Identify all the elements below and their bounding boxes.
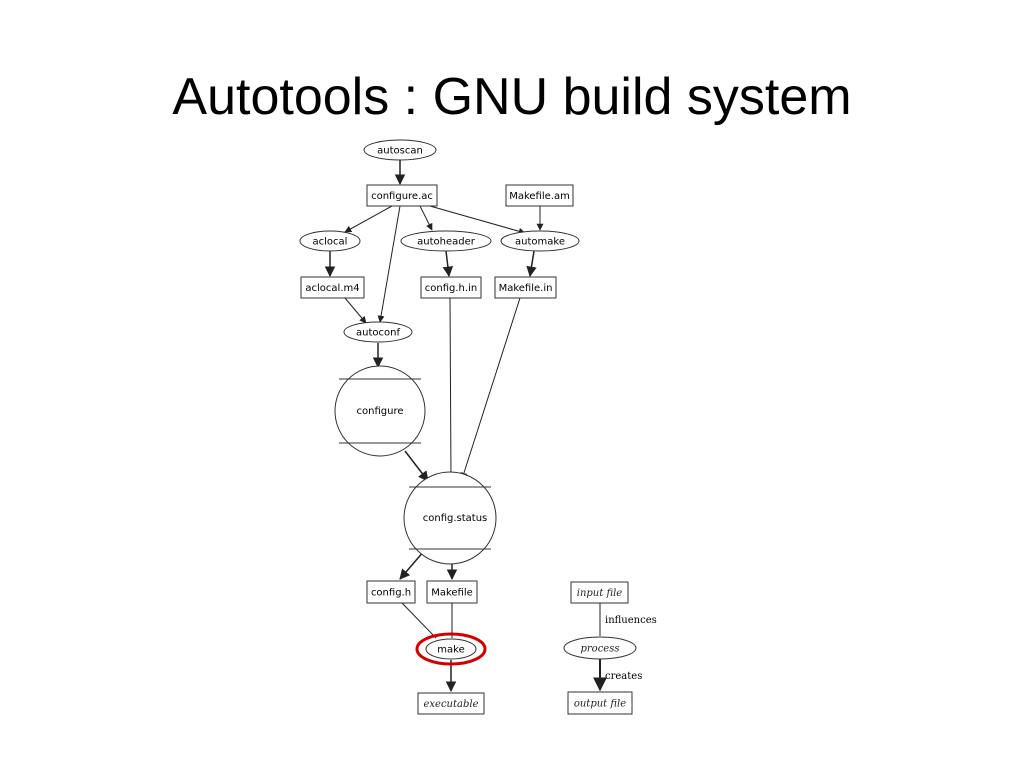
node-make: make bbox=[415, 632, 487, 666]
node-aclocal: aclocal bbox=[299, 230, 361, 252]
svg-text:Makefile.am: Makefile.am bbox=[509, 191, 570, 202]
edge-configure-ac-autoheader bbox=[419, 205, 433, 231]
svg-text:autoscan: autoscan bbox=[377, 146, 423, 157]
svg-text:aclocal: aclocal bbox=[313, 237, 348, 248]
edge-configure-ac-aclocal bbox=[344, 205, 393, 233]
node-autoconf: autoconf bbox=[343, 321, 413, 343]
make-highlight-ring bbox=[415, 632, 487, 666]
svg-text:output file: output file bbox=[574, 699, 626, 710]
svg-text:Makefile.in: Makefile.in bbox=[499, 283, 553, 294]
edge-autoheader-config-h-in bbox=[442, 250, 454, 278]
node-executable: executable bbox=[417, 692, 485, 715]
node-configure-ac: configure.ac bbox=[366, 184, 438, 207]
edge-configure-ac-autoconf bbox=[377, 205, 401, 323]
edge-config-h-in-config-status bbox=[447, 297, 455, 480]
node-autoheader: autoheader bbox=[400, 230, 492, 252]
node-makefile-am: Makefile.am bbox=[505, 184, 574, 207]
svg-text:process: process bbox=[581, 644, 620, 655]
legend-output-file: output file bbox=[567, 691, 633, 715]
svg-text:make: make bbox=[437, 645, 464, 656]
edge-config-h-make bbox=[401, 602, 437, 639]
legend-influences-label: influences bbox=[605, 615, 657, 626]
svg-text:aclocal.m4: aclocal.m4 bbox=[305, 283, 359, 294]
svg-text:input file: input file bbox=[577, 588, 623, 599]
edges bbox=[324, 160, 607, 693]
svg-text:Makefile: Makefile bbox=[431, 588, 473, 599]
edge-makefile-in-config-status bbox=[460, 297, 521, 480]
node-makefile-in: Makefile.in bbox=[494, 276, 557, 299]
edge-configure-ac-automake bbox=[429, 205, 526, 235]
svg-text:configure: configure bbox=[357, 406, 404, 417]
node-config-h: config.h bbox=[366, 580, 416, 604]
svg-text:config.h: config.h bbox=[371, 588, 411, 599]
edge-config-status-config-h bbox=[399, 550, 425, 580]
node-config-status: config.status bbox=[403, 471, 497, 565]
svg-text:autoheader: autoheader bbox=[417, 237, 476, 248]
node-makefile: Makefile bbox=[426, 580, 478, 604]
legend-creates-label: creates bbox=[605, 671, 642, 682]
legend-input-file: input file bbox=[570, 581, 629, 604]
svg-text:config.h.in: config.h.in bbox=[425, 283, 477, 294]
svg-text:executable: executable bbox=[423, 699, 478, 710]
node-configure: configure bbox=[334, 365, 426, 457]
svg-text:configure.ac: configure.ac bbox=[371, 191, 433, 202]
node-aclocal-m4: aclocal.m4 bbox=[300, 276, 365, 299]
node-automake: automake bbox=[500, 230, 580, 252]
node-config-h-in: config.h.in bbox=[420, 276, 482, 299]
slide-title: Autotools : GNU build system bbox=[172, 68, 852, 126]
edge-configure-config-status bbox=[404, 450, 429, 482]
legend-process: process bbox=[563, 636, 637, 660]
edge-automake-makefile-in bbox=[526, 250, 537, 278]
legend: input file influences process creates ou… bbox=[563, 581, 657, 715]
edge-aclocal-m4-autoconf bbox=[344, 297, 367, 324]
svg-text:config.status: config.status bbox=[423, 513, 488, 524]
svg-text:autoconf: autoconf bbox=[356, 328, 400, 339]
node-autoscan: autoscan bbox=[363, 139, 437, 161]
svg-text:automake: automake bbox=[515, 237, 565, 248]
